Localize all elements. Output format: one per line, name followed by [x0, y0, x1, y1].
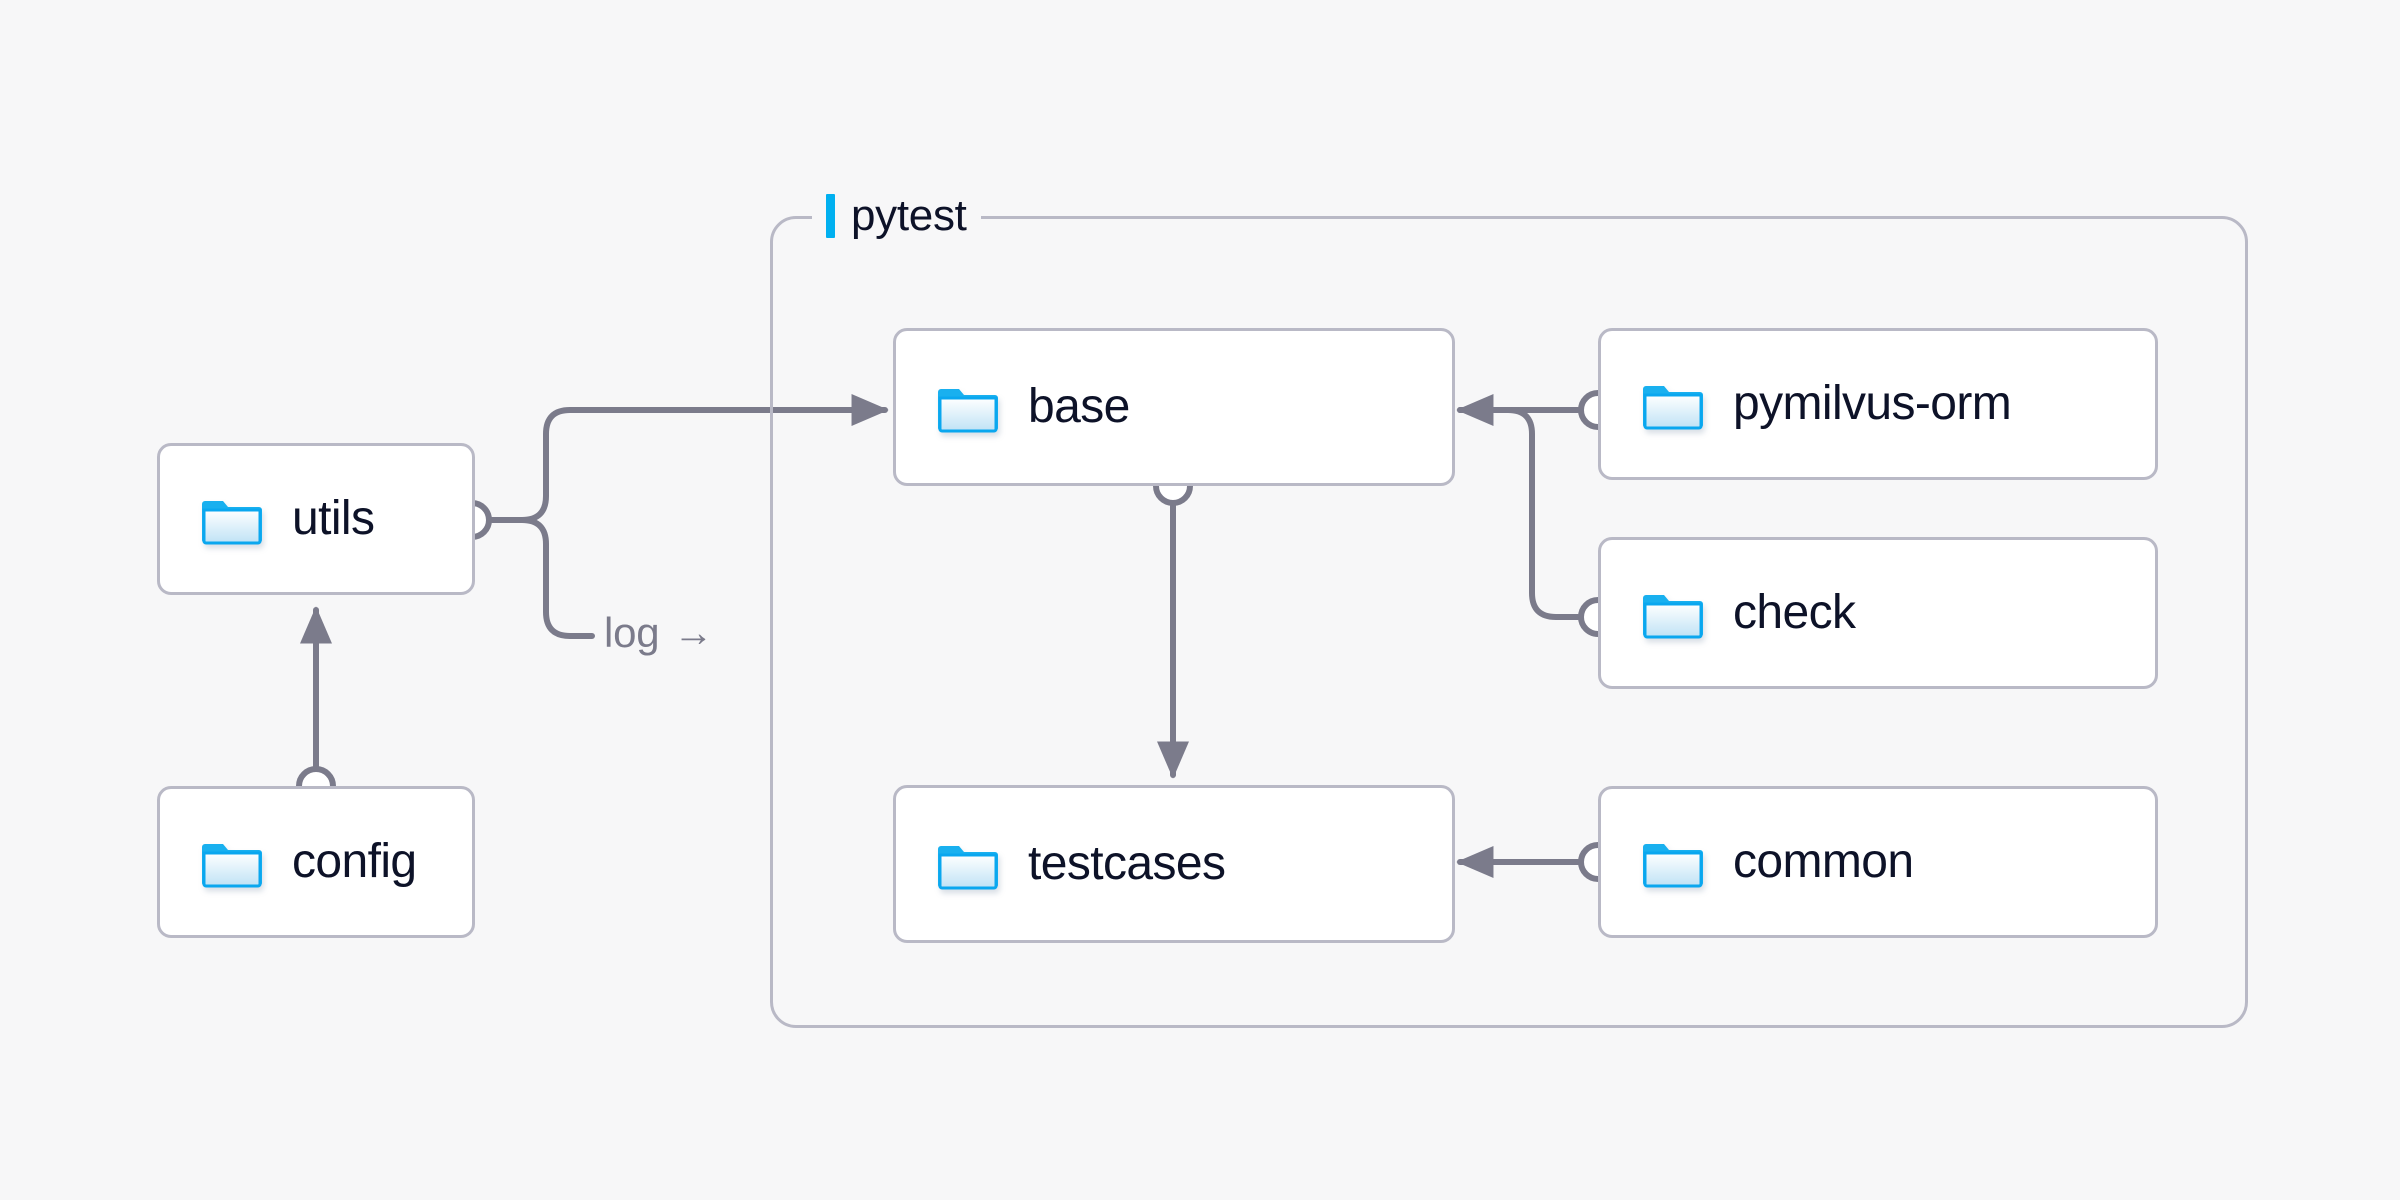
edge-utils-log: [519, 517, 595, 639]
node-label: common: [1733, 835, 1914, 888]
node-label: testcases: [1028, 837, 1226, 890]
edge-label-log: log →: [604, 612, 713, 654]
folder-icon: [938, 389, 998, 433]
group-label-pytest: pytest: [812, 188, 981, 244]
node-label: config: [292, 835, 417, 888]
folder-icon: [202, 501, 262, 545]
node-testcases[interactable]: testcases: [893, 785, 1455, 943]
group-accent-bar: [826, 194, 835, 238]
folder-icon: [1643, 386, 1703, 430]
folder-icon: [202, 844, 262, 888]
node-pymilvus-orm[interactable]: pymilvus-orm: [1598, 328, 2158, 480]
node-config[interactable]: config: [157, 786, 475, 938]
node-label: utils: [292, 492, 375, 545]
group-container-pytest: [770, 216, 2248, 1028]
node-common[interactable]: common: [1598, 786, 2158, 938]
edge-label-log-text: log: [604, 609, 660, 656]
node-label: check: [1733, 586, 1856, 639]
arrow-right-icon: →: [673, 611, 714, 655]
folder-icon: [1643, 844, 1703, 888]
folder-icon: [1643, 595, 1703, 639]
node-check[interactable]: check: [1598, 537, 2158, 689]
group-label-text: pytest: [851, 191, 967, 240]
node-label: base: [1028, 380, 1130, 433]
folder-icon: [938, 846, 998, 890]
node-utils[interactable]: utils: [157, 443, 475, 595]
node-label: pymilvus-orm: [1733, 377, 2012, 430]
node-base[interactable]: base: [893, 328, 1455, 486]
